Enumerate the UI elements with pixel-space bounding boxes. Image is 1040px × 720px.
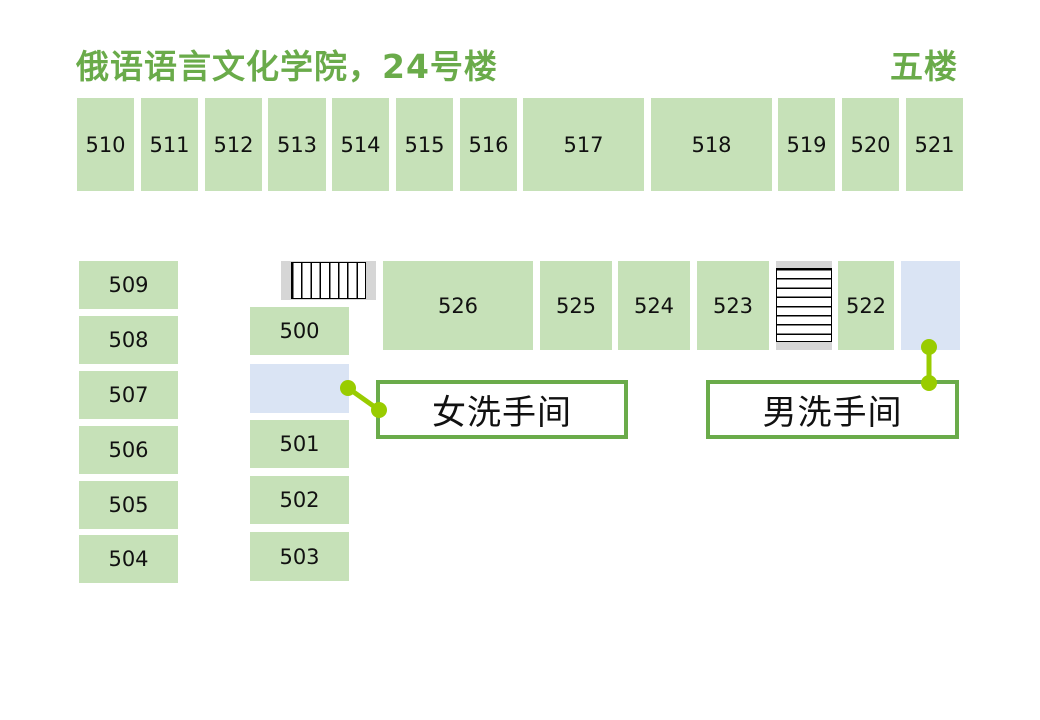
room-504[interactable]: 504: [79, 535, 178, 583]
room-509[interactable]: 509: [79, 261, 178, 309]
room-505[interactable]: 505: [79, 481, 178, 529]
stairs-icon: [291, 262, 366, 299]
room-515[interactable]: 515: [396, 98, 453, 191]
stairwell-left: [281, 261, 376, 300]
room-523[interactable]: 523: [697, 261, 769, 350]
building-title: 俄语语言文化学院，24号楼: [76, 47, 498, 86]
room-524[interactable]: 524: [618, 261, 690, 350]
room-513[interactable]: 513: [268, 98, 326, 191]
room-517[interactable]: 517: [523, 98, 644, 191]
room-520[interactable]: 520: [842, 98, 899, 191]
room-510[interactable]: 510: [77, 98, 134, 191]
room-514[interactable]: 514: [332, 98, 389, 191]
room-526[interactable]: 526: [383, 261, 533, 350]
stairwell-right: [776, 261, 832, 350]
floor-label: 五楼: [890, 47, 958, 86]
women-connector: [340, 380, 387, 418]
room-519[interactable]: 519: [778, 98, 835, 191]
room-511[interactable]: 511: [141, 98, 198, 191]
room-521[interactable]: 521: [906, 98, 963, 191]
room-502[interactable]: 502: [250, 476, 349, 524]
women-restroom-area[interactable]: [250, 364, 349, 413]
room-518[interactable]: 518: [651, 98, 772, 191]
room-506[interactable]: 506: [79, 426, 178, 474]
room-507[interactable]: 507: [79, 371, 178, 419]
room-503[interactable]: 503: [250, 532, 349, 581]
room-501[interactable]: 501: [250, 420, 349, 468]
stairs-icon: [776, 268, 832, 342]
men-restroom-label: 男洗手间: [706, 380, 959, 439]
room-522[interactable]: 522: [838, 261, 894, 350]
room-516[interactable]: 516: [460, 98, 517, 191]
men-connector: [921, 339, 937, 391]
room-512[interactable]: 512: [205, 98, 262, 191]
women-restroom-label: 女洗手间: [376, 380, 628, 439]
men-restroom-area[interactable]: [901, 261, 960, 350]
room-525[interactable]: 525: [540, 261, 612, 350]
room-508[interactable]: 508: [79, 316, 178, 364]
room-500[interactable]: 500: [250, 307, 349, 355]
